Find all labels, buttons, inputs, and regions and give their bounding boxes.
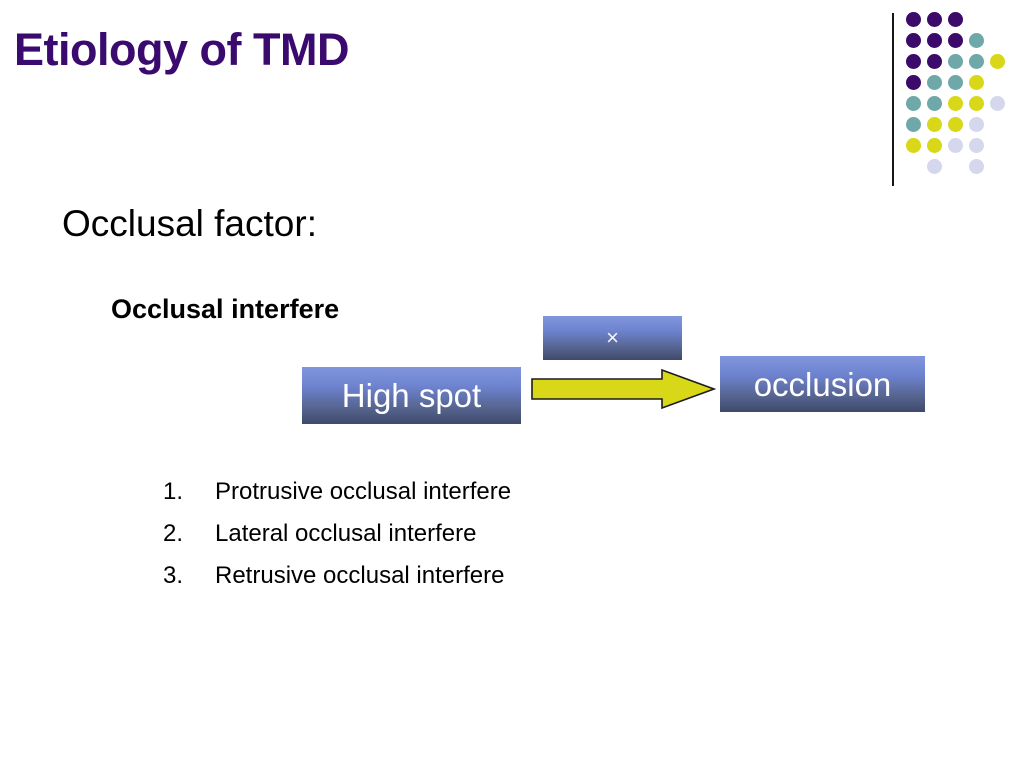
logo-dot [969, 117, 984, 132]
logo-dot [969, 75, 984, 90]
logo-dot [948, 96, 963, 111]
list-item-label: Protrusive occlusal interfere [215, 478, 512, 505]
logo-dot [906, 96, 921, 111]
logo-dot [948, 33, 963, 48]
logo-dot [927, 159, 942, 174]
logo-dot [927, 96, 942, 111]
logo-dot [948, 54, 963, 69]
occlusion-box: occlusion [720, 356, 925, 412]
logo-dot [948, 117, 963, 132]
right-arrow-icon [531, 368, 716, 410]
logo-dot [906, 33, 921, 48]
list-item: 3. Retrusive occlusal interfere [163, 562, 723, 604]
page-title: Etiology of TMD [14, 24, 349, 75]
list-item-number: 1. [163, 478, 184, 505]
logo-dot [927, 117, 942, 132]
logo-dot [990, 96, 1005, 111]
section-heading: Occlusal factor: [62, 203, 317, 244]
logo-dot [990, 54, 1005, 69]
logo-dot [948, 12, 963, 27]
logo-dot [906, 12, 921, 27]
logo-dot [906, 75, 921, 90]
logo-dot [927, 33, 942, 48]
section-subheading: Occlusal interfere [111, 294, 340, 324]
numbered-list: 1. Protrusive occlusal interfere 2. Late… [163, 478, 723, 604]
cross-box: × [543, 316, 682, 360]
occlusion-box-label: occlusion [753, 365, 892, 403]
high-spot-box-label: High spot [341, 377, 482, 414]
logo-dot [927, 54, 942, 69]
logo-dot [969, 33, 984, 48]
logo-divider-rule [892, 13, 894, 186]
logo-dot [927, 12, 942, 27]
logo-dot [906, 138, 921, 153]
logo-dot [948, 138, 963, 153]
logo-dot [969, 138, 984, 153]
list-item: 2. Lateral occlusal interfere [163, 520, 723, 562]
logo-dot [969, 159, 984, 174]
logo-dot [906, 117, 921, 132]
dot-matrix-logo [906, 12, 1016, 174]
logo-dot [948, 75, 963, 90]
list-item-label: Lateral occlusal interfere [215, 520, 477, 547]
list-item-number: 2. [163, 520, 184, 547]
logo-dot [906, 54, 921, 69]
logo-dot [927, 138, 942, 153]
logo-dot [927, 75, 942, 90]
list-item: 1. Protrusive occlusal interfere [163, 478, 723, 520]
list-item-label: Retrusive occlusal interfere [215, 562, 505, 589]
list-item-number: 3. [163, 562, 184, 589]
multiplication-sign-icon: × [606, 325, 619, 350]
logo-dot [969, 96, 984, 111]
high-spot-box: High spot [302, 367, 521, 424]
logo-dot [969, 54, 984, 69]
